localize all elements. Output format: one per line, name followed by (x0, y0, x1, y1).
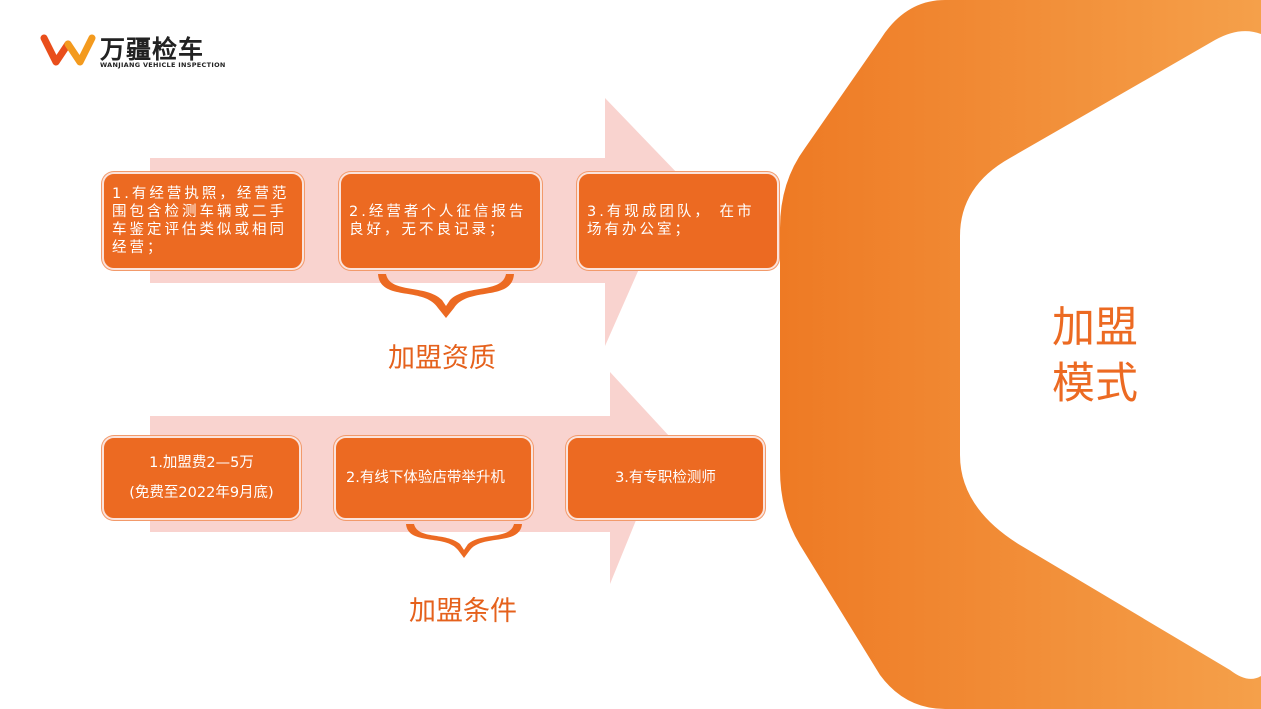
qualification-item-3-text: 3.有现成团队， 在市场有办公室； (587, 204, 755, 238)
conditions-brace (406, 524, 522, 558)
mode-title-line2: 模式 (1052, 359, 1138, 409)
qualification-item-1: 1.有经营执照，经营范围包含检测车辆或二手车鉴定评估类似或相同经营； (102, 172, 304, 270)
condition-item-3-text: 3.有专职检测师 (615, 470, 716, 486)
condition-item-1-line2: (免费至2022年9月底) (129, 485, 274, 501)
qualifications-label: 加盟资质 (388, 343, 496, 374)
qualification-item-1-text: 1.有经营执照，经营范围包含检测车辆或二手车鉴定评估类似或相同经营； (112, 186, 290, 256)
logo-mark-icon (40, 34, 96, 66)
brand-subtitle: WANJIANG VEHICLE INSPECTION (100, 61, 226, 69)
condition-item-1: 1.加盟费2—5万 (免费至2022年9月底) (102, 436, 301, 520)
mode-title-line1: 加盟 (1052, 303, 1138, 353)
qualification-item-2-text: 2.经营者个人征信报告良好，无不良记录； (349, 204, 527, 238)
qualification-item-3: 3.有现成团队， 在市场有办公室； (577, 172, 779, 270)
condition-item-3: 3.有专职检测师 (566, 436, 765, 520)
condition-item-1-line1: 1.加盟费2—5万 (149, 455, 254, 471)
condition-item-2: 2.有线下体验店带举升机 (334, 436, 533, 520)
qualifications-brace (378, 274, 514, 318)
mode-title: 加盟 模式 (1045, 300, 1145, 412)
condition-item-2-text: 2.有线下体验店带举升机 (346, 470, 505, 486)
conditions-label: 加盟条件 (409, 596, 517, 627)
qualification-item-2: 2.经营者个人征信报告良好，无不良记录； (339, 172, 542, 270)
brand-logo: 万疆检车 WANJIANG VEHICLE INSPECTION (40, 30, 240, 72)
brand-name: 万疆检车 (100, 35, 205, 64)
